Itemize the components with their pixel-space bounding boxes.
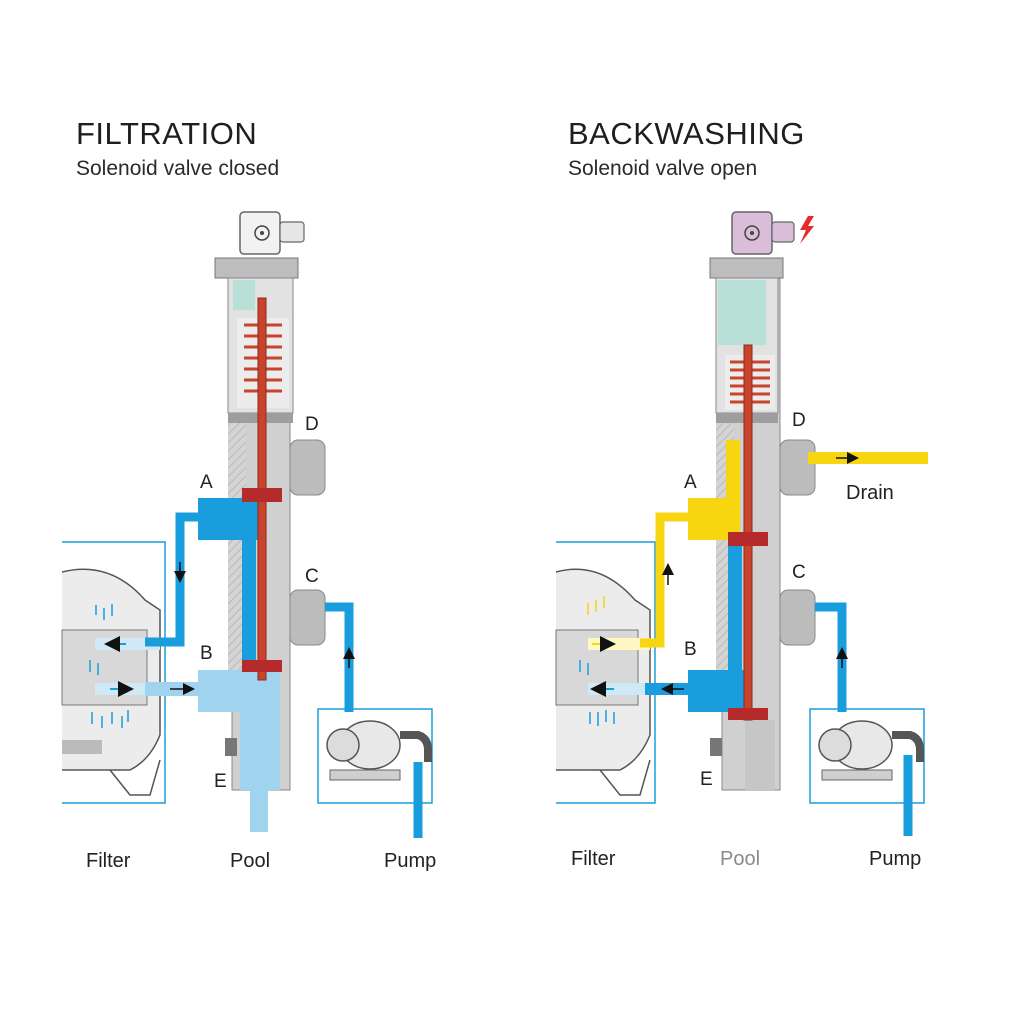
backwashing-subtitle: Solenoid valve open: [568, 157, 758, 180]
backwashing-pool-label: Pool: [720, 848, 761, 870]
filter-tank-icon: [555, 541, 656, 804]
filtration-port-c: C: [305, 566, 319, 587]
filtration-subtitle: Solenoid valve closed: [76, 157, 280, 180]
filtration-diagram: [61, 211, 433, 838]
pump-icon: [317, 708, 433, 804]
backwashing-port-b: B: [684, 639, 697, 660]
filtration-port-d: D: [305, 414, 319, 435]
backwashing-title: BACKWASHING: [568, 116, 805, 151]
backwashing-filter-label: Filter: [571, 848, 616, 870]
lightning-icon: [800, 216, 814, 244]
filtration-port-a: A: [200, 472, 213, 493]
backwashing-pump-label: Pump: [869, 848, 922, 870]
backwashing-port-e: E: [700, 769, 713, 790]
backwashing-port-a: A: [684, 472, 697, 493]
pump-icon: [809, 708, 925, 804]
solenoid-icon: [731, 211, 795, 255]
backwashing-drain-label: Drain: [846, 482, 894, 504]
backwashing-port-c: C: [792, 562, 806, 583]
backwashing-diagram: [555, 211, 928, 836]
filtration-title: FILTRATION: [76, 116, 258, 151]
filtration-pump-label: Pump: [384, 850, 437, 872]
filtration-port-b: B: [200, 643, 213, 664]
backwashing-port-d: D: [792, 410, 806, 431]
solenoid-icon: [239, 211, 305, 255]
filter-tank-icon: [61, 541, 166, 804]
filtration-pool-label: Pool: [230, 850, 271, 872]
filtration-filter-label: Filter: [86, 850, 131, 872]
filtration-port-e: E: [214, 771, 227, 792]
